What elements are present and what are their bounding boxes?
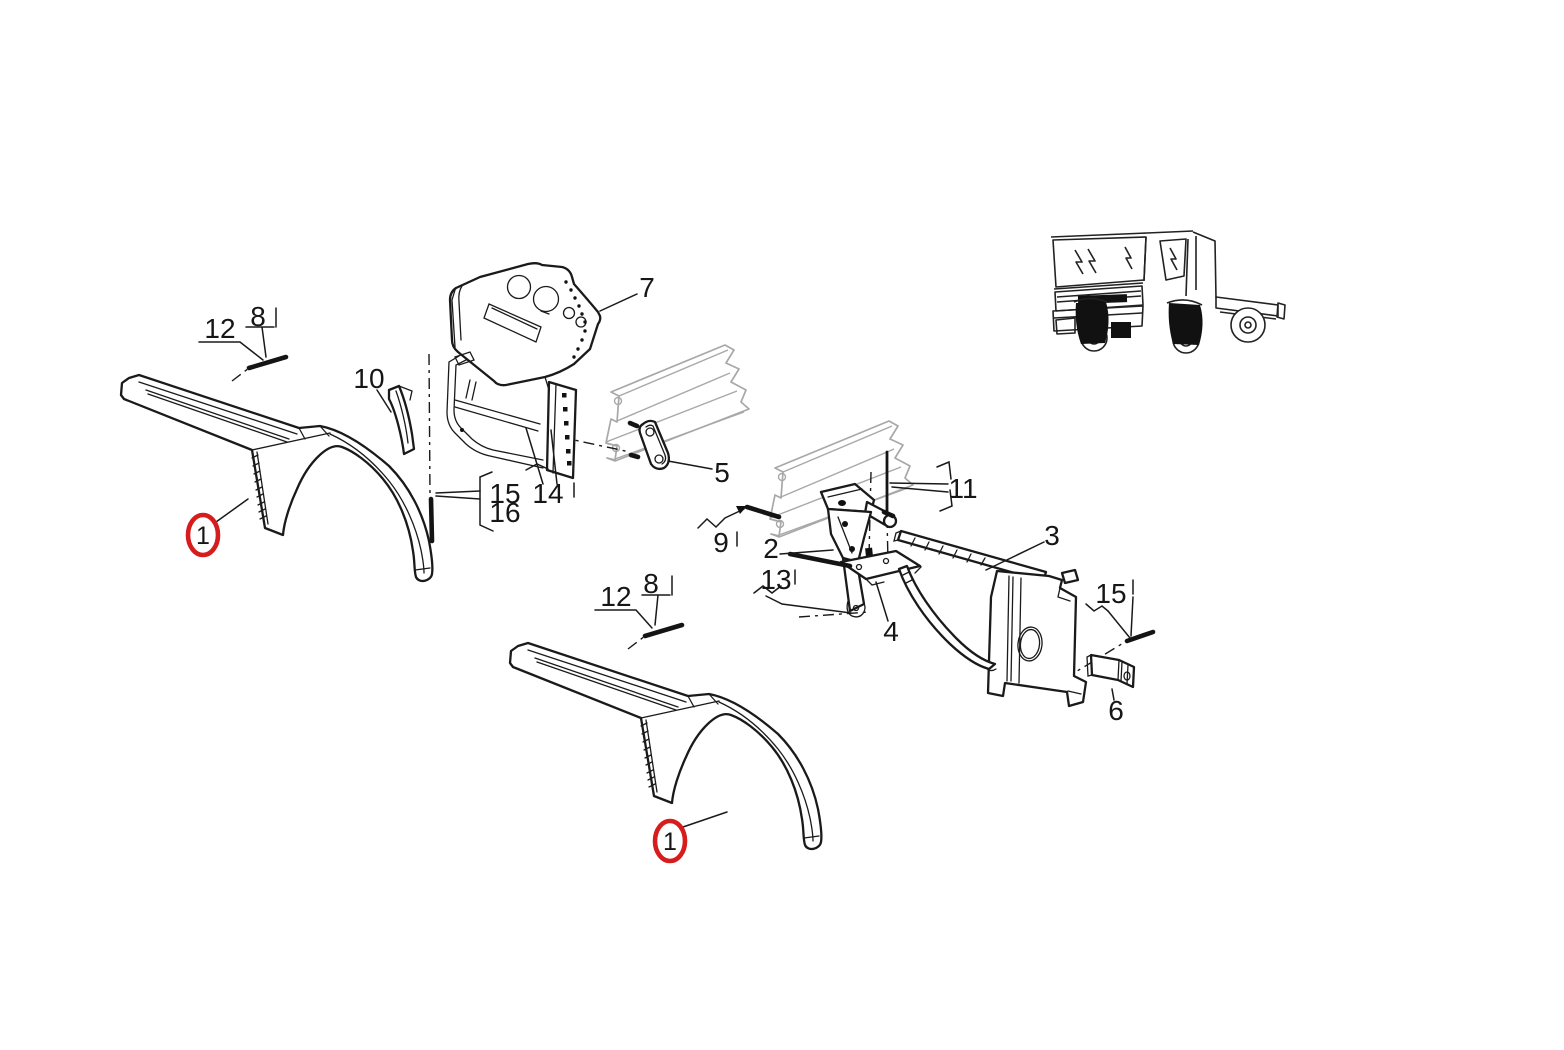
callout-15-left: 15	[489, 478, 520, 509]
screw-15-right	[1124, 629, 1156, 644]
deflector-part10	[387, 384, 416, 456]
callout-13: 13	[760, 564, 791, 595]
plate-part4	[839, 549, 923, 586]
screw-15-16-left	[428, 496, 435, 544]
callout-14: 14	[532, 478, 563, 509]
truck-location-thumbnail	[1050, 230, 1286, 354]
highlighted-callout-1-upper[interactable]: 1	[185, 512, 221, 558]
callout-12-lower: 12	[600, 581, 631, 612]
highlighted-fender-left	[1075, 302, 1109, 344]
highlighted-callout-1-lower[interactable]: 1	[652, 818, 688, 864]
bracket-part6	[1086, 653, 1136, 689]
frame-rivets	[562, 393, 572, 466]
screw-12-8-lower	[642, 622, 685, 639]
callout-1-upper: 1	[196, 522, 210, 550]
bracket-part5	[627, 419, 671, 471]
rivet-dots	[564, 280, 587, 359]
callout-8-lower: 8	[643, 568, 659, 599]
dashboard-panel-part7	[446, 262, 602, 480]
callout-6: 6	[1108, 695, 1124, 726]
callout-16: 16	[489, 497, 520, 528]
red-circle-icon	[652, 818, 688, 864]
callout-7: 7	[639, 272, 655, 303]
callout-2: 2	[763, 533, 779, 564]
fasteners	[246, 354, 1156, 644]
callout-8-upper: 8	[250, 301, 266, 332]
fender-upper	[119, 373, 434, 583]
leader-lines	[198, 293, 1134, 828]
callout-11: 11	[948, 473, 977, 504]
callout-3: 3	[1044, 520, 1060, 551]
front-panel-part3	[893, 529, 1088, 708]
callout-12-upper: 12	[204, 313, 235, 344]
callout-9: 9	[713, 527, 729, 558]
frame-beam-upper-ghost	[605, 344, 750, 462]
bracket-part2	[819, 482, 898, 618]
fender-lower	[508, 641, 823, 851]
callout-4: 4	[883, 616, 899, 647]
callout-10: 10	[353, 363, 384, 394]
callout-labels: 12 8 10 7 5 15 16 14 11 9 2 13 4 3 15 6 …	[204, 272, 1126, 726]
screw-12-8-upper	[246, 354, 289, 371]
callout-1-lower: 1	[663, 828, 677, 856]
screw-13	[787, 551, 853, 569]
callout-15-right: 15	[1095, 578, 1126, 609]
red-circle-icon	[185, 512, 221, 558]
highlighted-fender-right	[1168, 303, 1203, 345]
callout-5: 5	[714, 457, 730, 488]
screw-9	[744, 504, 782, 520]
